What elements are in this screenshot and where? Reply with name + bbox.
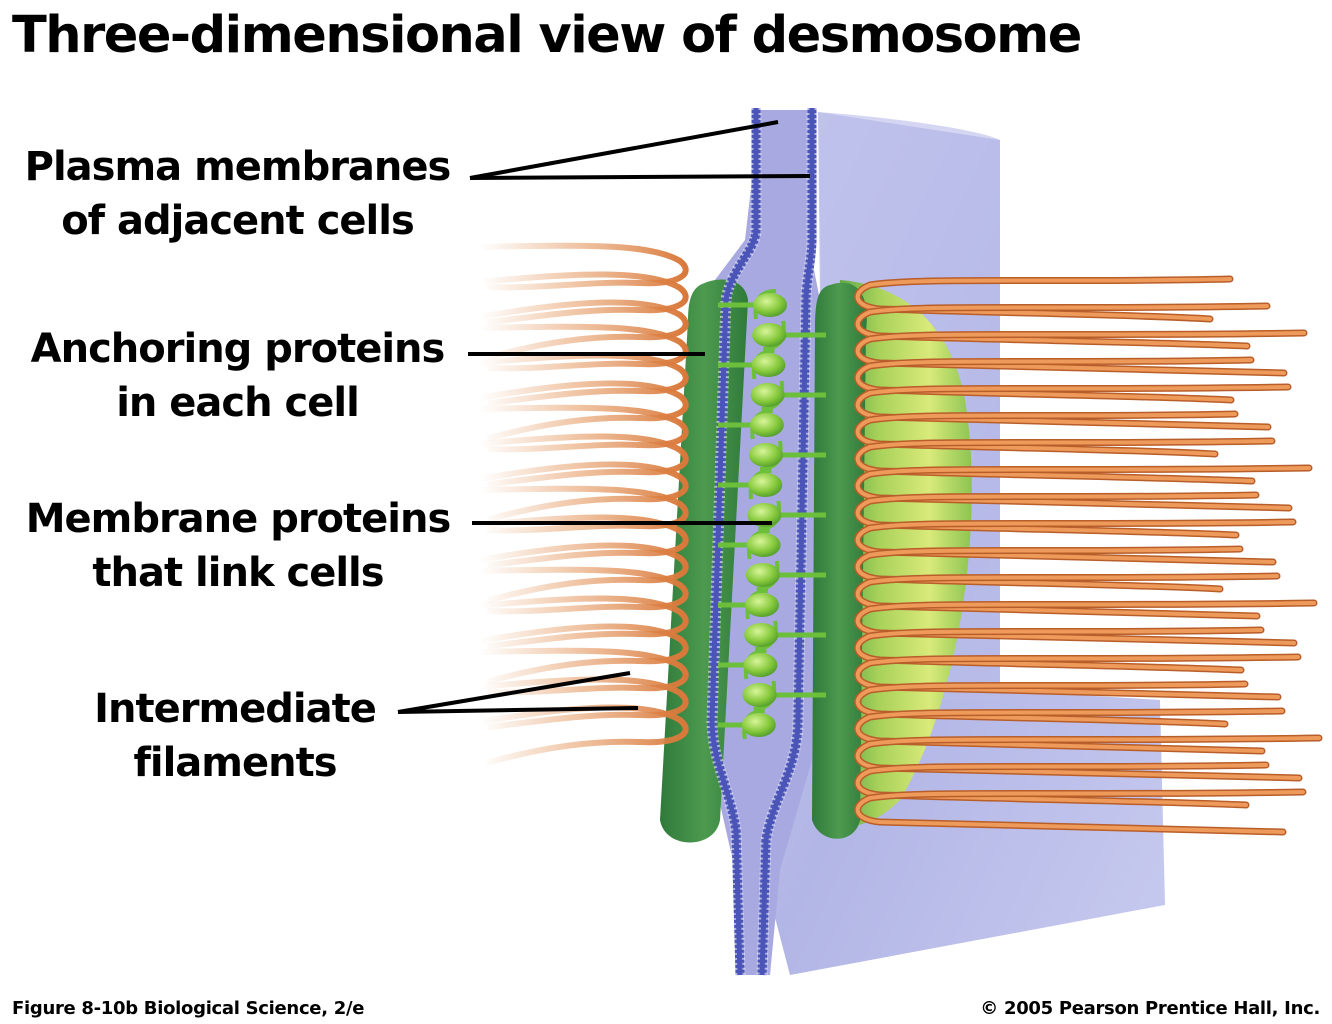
copyright-notice: © 2005 Pearson Prentice Hall, Inc.	[980, 998, 1320, 1019]
label-line: in each cell	[116, 380, 360, 426]
linker-protein	[718, 649, 778, 680]
intermediate-filament	[477, 542, 689, 603]
intermediate-filaments-left	[477, 242, 689, 765]
intermediate-filament-highlight	[855, 493, 1258, 537]
linker-protein	[749, 440, 826, 471]
label-anchoring-proteins: Anchoring proteins in each cell	[10, 322, 465, 430]
linker-protein	[718, 709, 776, 740]
intermediate-filament-highlight	[855, 790, 1305, 834]
linker-protein	[750, 380, 826, 411]
intermediate-filament-highlight	[855, 520, 1295, 564]
label-intermediate-filaments: Intermediate filaments	[60, 682, 410, 790]
linker-protein	[718, 289, 787, 320]
intermediate-filament-highlight	[855, 682, 1247, 726]
intermediate-filament	[477, 485, 689, 534]
intermediate-filament-highlight	[855, 277, 1232, 321]
intermediate-filament-highlight	[855, 331, 1306, 375]
intermediate-filament-highlight	[855, 655, 1300, 699]
intermediate-filament	[477, 514, 689, 568]
linker-protein	[752, 320, 826, 351]
linker-protein	[742, 680, 826, 711]
leader-line-membrane-1	[469, 120, 779, 180]
linker-protein	[718, 349, 786, 380]
intermediate-filament-highlight	[855, 385, 1290, 429]
leader-line-membrane-2	[469, 174, 811, 180]
intermediate-filaments-right	[854, 275, 1323, 836]
leader-line-filament-1	[397, 671, 631, 714]
plasma-membranes	[706, 108, 818, 976]
intermediate-filament	[477, 433, 689, 487]
intermediate-filament-highlight	[855, 439, 1274, 483]
intermediate-filament-highlight	[855, 466, 1311, 510]
intermediate-filament	[477, 271, 689, 325]
linker-protein	[718, 469, 783, 500]
label-line: filaments	[133, 740, 337, 786]
linker-protein	[745, 560, 826, 591]
intermediate-filament-highlight	[855, 412, 1237, 456]
intermediate-filament-highlight	[855, 547, 1242, 591]
intermediate-filament	[477, 623, 689, 684]
intermediate-filament	[477, 404, 689, 453]
intermediate-filament-highlight	[855, 358, 1253, 402]
figure-caption: Figure 8-10b Biological Science, 2/e	[12, 998, 365, 1019]
label-line: Anchoring proteins	[30, 326, 446, 372]
intermediate-filament	[477, 461, 689, 522]
label-line: of adjacent cells	[61, 198, 415, 244]
linker-protein	[718, 589, 779, 620]
page-title: Three-dimensional view of desmosome	[12, 6, 1082, 65]
label-membrane-proteins: Membrane proteins that link cells	[8, 492, 468, 600]
linker-protein	[718, 409, 784, 440]
intermediate-filament	[477, 242, 689, 291]
label-line: Intermediate	[94, 686, 377, 732]
leader-line-filament-2	[397, 706, 639, 714]
intermediate-filament-highlight	[855, 601, 1316, 645]
label-line: Plasma membranes	[24, 144, 452, 190]
intermediate-filament	[477, 566, 689, 615]
label-plasma-membranes: Plasma membranes of adjacent cells	[10, 140, 465, 248]
anchoring-protein-right	[812, 282, 867, 839]
intermediate-filament-highlight	[855, 628, 1263, 672]
intermediate-filament	[477, 647, 689, 696]
leader-lines	[397, 120, 811, 714]
label-line: that link cells	[92, 550, 384, 596]
membrane-linking-proteins	[718, 289, 826, 740]
linker-protein	[718, 529, 781, 560]
label-line: Membrane proteins	[25, 496, 452, 542]
intermediate-filament	[477, 299, 689, 360]
intermediate-filament-highlight	[855, 304, 1269, 348]
intermediate-filament-highlight	[855, 763, 1268, 807]
intermediate-filament-highlight	[855, 574, 1279, 618]
intermediate-filament-highlight	[855, 709, 1284, 753]
intermediate-filament-highlight	[855, 736, 1321, 780]
linker-protein	[744, 620, 826, 651]
intermediate-filament	[477, 380, 689, 441]
intermediate-filament	[477, 595, 689, 649]
